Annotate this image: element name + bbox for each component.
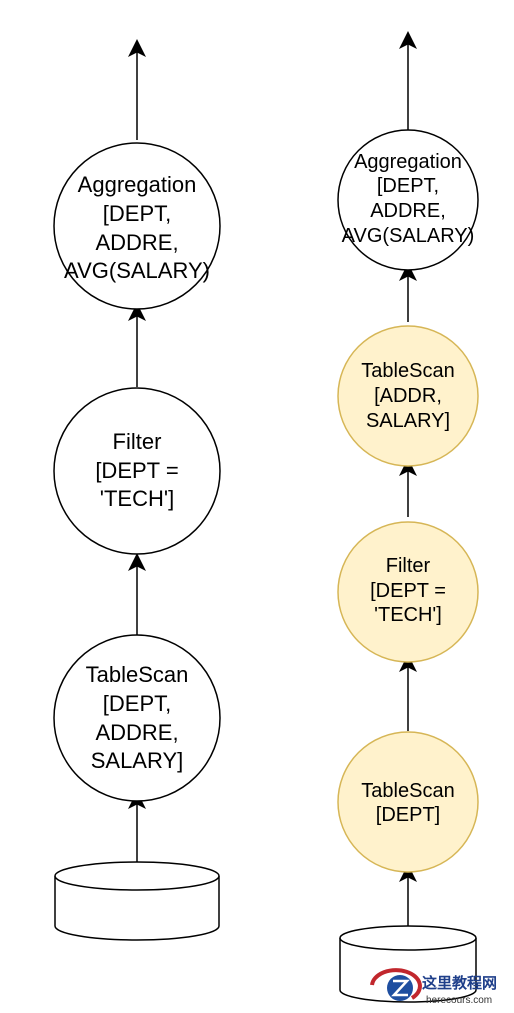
right-aggregation-node: Aggregation [DEPT, ADDRE, AVG(SALARY)	[337, 129, 479, 271]
right-filter-node: Filter [DEPT = 'TECH']	[337, 521, 479, 663]
right-filter-line-1: Filter	[386, 555, 431, 577]
right-filter-line-2: [DEPT =	[370, 580, 446, 602]
z-logo-icon	[370, 968, 422, 1001]
left-tablescan-line-3: ADDRE,	[95, 720, 178, 745]
left-aggregation-line-2: [DEPT,	[103, 201, 171, 226]
left-tablescan-node: TableScan [DEPT, ADDRE, SALARY]	[53, 634, 221, 802]
left-filter-line-1: Filter	[113, 429, 162, 454]
right-database-icon	[339, 925, 477, 1003]
watermark: 这里教程网 herecours.com	[370, 968, 497, 1006]
right-aggregation-line-2: [DEPT,	[377, 175, 439, 197]
right-aggregation-line-1: Aggregation	[354, 151, 462, 173]
watermark-title: 这里教程网	[422, 974, 497, 992]
right-tablescan-top-line-2: [ADDR,	[374, 385, 442, 407]
right-tablescan-top-line-3: SALARY]	[366, 410, 450, 432]
left-plan: Aggregation [DEPT, ADDRE, AVG(SALARY) Fi…	[53, 39, 221, 941]
right-tablescan-bottom-line-1: TableScan	[361, 780, 454, 802]
left-aggregation-line-4: AVG(SALARY)	[64, 258, 210, 283]
right-plan: Aggregation [DEPT, ADDRE, AVG(SALARY) Ta…	[337, 31, 479, 1003]
right-tablescan-top-node: TableScan [ADDR, SALARY]	[337, 325, 479, 467]
left-filter-node: Filter [DEPT = 'TECH']	[53, 387, 221, 555]
right-tablescan-top-line-1: TableScan	[361, 360, 454, 382]
left-aggregation-line-1: Aggregation	[78, 172, 197, 197]
left-tablescan-line-4: SALARY]	[91, 748, 184, 773]
watermark-url: herecours.com	[426, 995, 492, 1006]
right-tablescan-bottom-line-2: [DEPT]	[376, 804, 440, 826]
left-tablescan-line-2: [DEPT,	[103, 691, 171, 716]
left-aggregation-node: Aggregation [DEPT, ADDRE, AVG(SALARY)	[53, 142, 221, 310]
left-tablescan-line-1: TableScan	[86, 662, 189, 687]
left-database-icon	[54, 861, 220, 941]
left-filter-line-2: [DEPT =	[95, 458, 178, 483]
left-filter-line-3: 'TECH']	[100, 486, 174, 511]
right-aggregation-line-4: AVG(SALARY)	[342, 225, 475, 247]
right-tablescan-bottom-node: TableScan [DEPT]	[337, 731, 479, 873]
right-aggregation-line-3: ADDRE,	[370, 200, 446, 222]
left-aggregation-line-3: ADDRE,	[95, 230, 178, 255]
right-filter-line-3: 'TECH']	[374, 604, 442, 626]
